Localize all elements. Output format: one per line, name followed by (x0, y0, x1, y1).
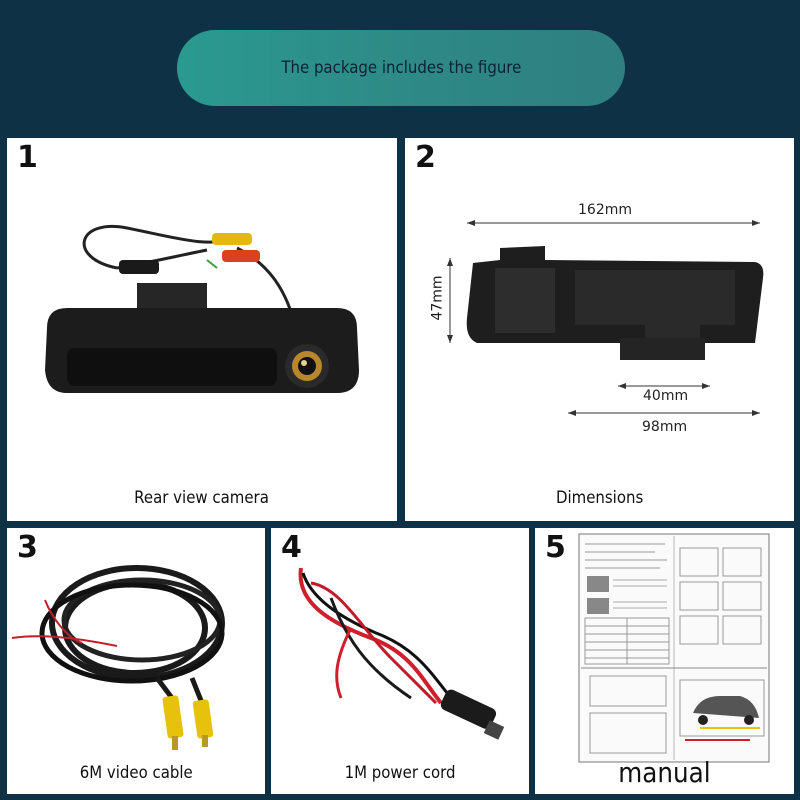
panel-caption: 6M video cable (79, 763, 193, 783)
panel-number: 1 (17, 140, 38, 175)
panel-number: 5 (545, 530, 566, 565)
panel-rear-view-camera: 1 Rear view camera (7, 138, 397, 521)
panel-manual: 5 (535, 528, 794, 794)
banner-text: The package includes the figure (281, 58, 521, 78)
rear-camera-image (45, 224, 359, 393)
dim-height: 47mm (429, 275, 446, 321)
panel-video-cable: 3 6M video cable (7, 528, 265, 794)
panel-power-cord: 4 1M power cord (271, 528, 529, 794)
panel-caption: manual (618, 756, 711, 789)
panel-number: 4 (281, 530, 302, 565)
video-cable-image (11, 565, 225, 750)
panel-number: 3 (17, 530, 38, 565)
power-cord-image (298, 567, 505, 740)
panel-caption: Dimensions (555, 488, 644, 508)
dim-inner: 40mm (643, 388, 689, 404)
title-banner: The package includes the figure (177, 30, 625, 106)
panel-caption: 1M power cord (344, 763, 456, 783)
dim-width-bottom: 98mm (642, 419, 688, 435)
panel-dimensions: 2 162mm 47mm 40mm 98mm Dimensions (405, 138, 794, 521)
panel-caption: Rear view camera (134, 488, 270, 508)
manual-image (578, 533, 770, 763)
dimensions-diagram (447, 220, 764, 416)
dim-width-top: 162mm (578, 202, 632, 218)
panel-number: 2 (415, 140, 436, 175)
